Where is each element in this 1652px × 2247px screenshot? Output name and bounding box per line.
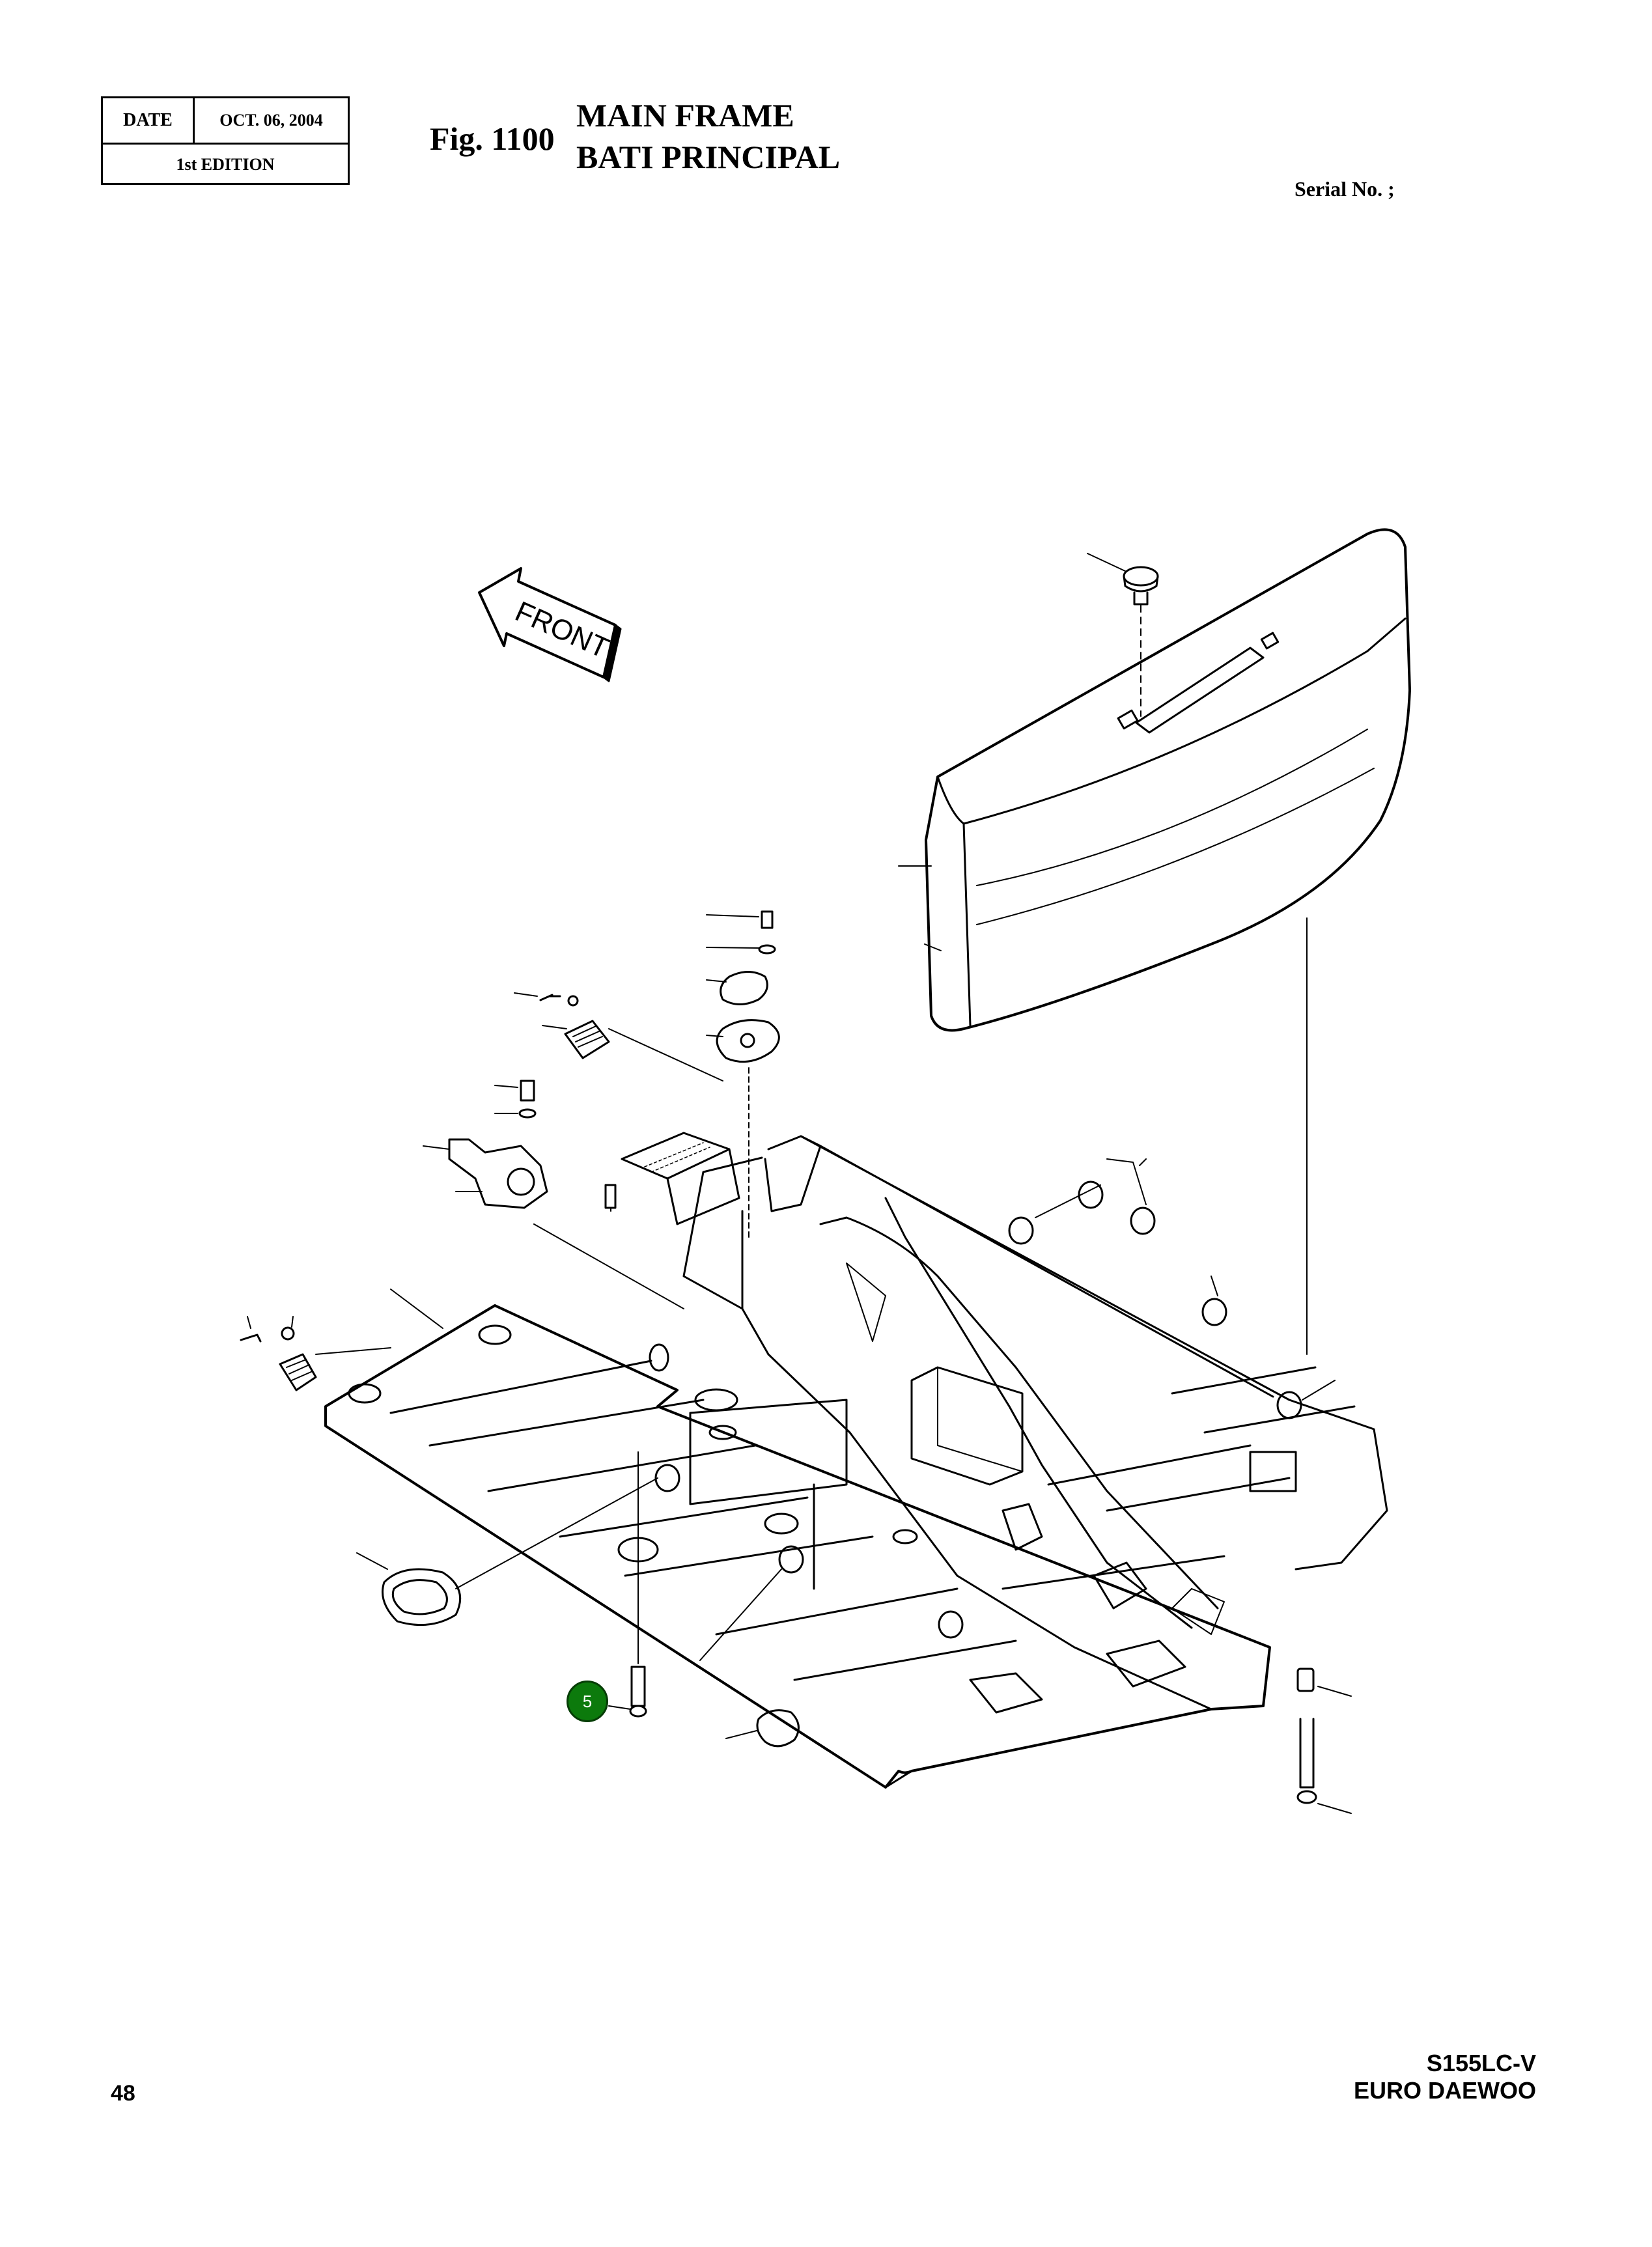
main-frame	[324, 943, 1388, 1789]
brand-name: EURO DAEWOO	[1353, 2077, 1536, 2104]
part-callout-5[interactable]: 5	[567, 1681, 608, 1722]
counterweight	[925, 528, 1411, 1032]
rubber-mounts	[654, 1158, 1336, 1639]
page-number: 48	[111, 2081, 135, 2106]
date-label: DATE	[103, 98, 195, 143]
vent-cover-assembly	[514, 992, 723, 1082]
counterweight-mounting-bolt	[898, 865, 1352, 1814]
title-french: BATI PRINCIPAL	[576, 139, 841, 175]
front-direction-arrow: FRONT	[478, 567, 622, 682]
front-arrow-label: FRONT	[511, 595, 613, 664]
model-name: S155LC-V	[1426, 2050, 1536, 2076]
serial-number-label: Serial No. ;	[1295, 177, 1395, 201]
figure-number: Fig. 1100	[430, 120, 555, 157]
frame-bolt	[608, 1451, 647, 1718]
guide-plate-assembly	[423, 1080, 684, 1309]
date-value: OCT. 06, 2004	[219, 111, 323, 130]
frame-grommets	[356, 1477, 800, 1748]
lifting-eye-plug	[1087, 553, 1159, 717]
edition-date-box: DATE OCT. 06, 2004 1st EDITION	[101, 96, 350, 185]
side-cover-assembly	[240, 1289, 443, 1391]
edition-label: 1st EDITION	[176, 155, 275, 174]
title-english: MAIN FRAME	[576, 97, 794, 133]
cover-plate-assembly	[621, 910, 780, 1238]
